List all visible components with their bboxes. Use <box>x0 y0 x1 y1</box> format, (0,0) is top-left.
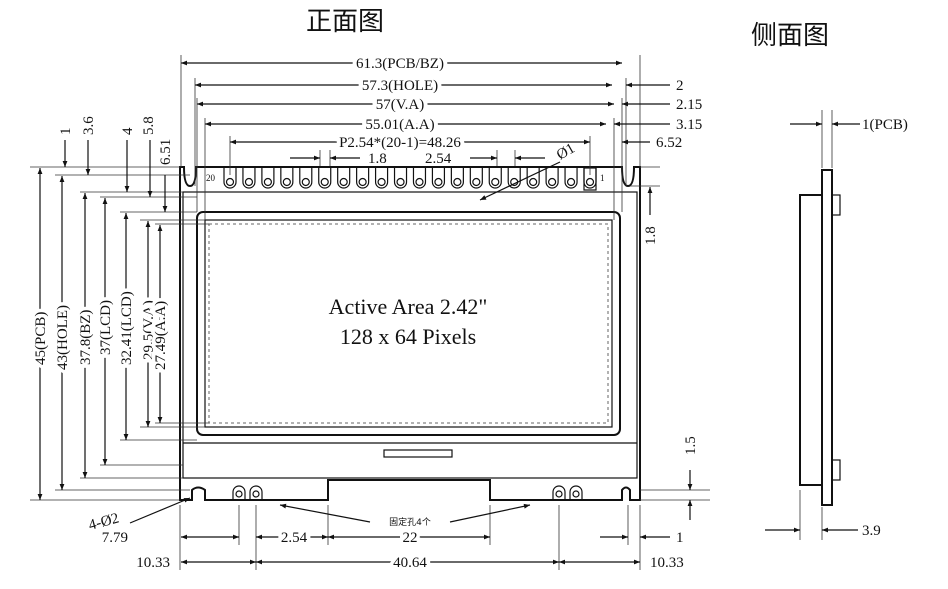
pin-header <box>223 167 597 189</box>
dim-left-1: 1 <box>58 128 74 136</box>
active-area-label: Active Area 2.42" <box>329 294 488 319</box>
dim-lcd-height: 37(LCD) <box>98 300 114 355</box>
pin-hole <box>263 177 272 187</box>
pin-1-label: 1 <box>600 173 605 183</box>
dim-right-1-8: 1.8 <box>643 226 659 245</box>
dim-10-33-right: 10.33 <box>650 555 684 571</box>
dim-10-33-left: 10.33 <box>136 555 170 571</box>
pin-pad <box>337 167 351 189</box>
dim-va-width: 57(V.A) <box>376 97 424 113</box>
dim-bz-height: 37.8(BZ) <box>78 310 94 365</box>
pin-hole <box>415 177 424 187</box>
pin-pad <box>469 167 483 189</box>
fix-holes-note: 固定孔4个 <box>389 516 431 528</box>
pin-pad <box>393 167 408 189</box>
dim-right-2: 2 <box>676 78 684 94</box>
pin-hole <box>491 177 500 187</box>
front-view-title: 正面图 <box>306 7 384 37</box>
dim-left-4: 4 <box>120 127 136 135</box>
pin-hole <box>585 177 595 187</box>
pin-pad <box>356 167 370 189</box>
pin-pad <box>507 167 521 189</box>
pin-hole <box>453 177 462 187</box>
pin-hole <box>225 177 235 187</box>
pin-pad <box>299 167 313 189</box>
dim-pin-pitch-total: P2.54*(20-1)=48.26 <box>339 135 461 151</box>
pin-pad <box>374 167 389 189</box>
pin-hole <box>339 177 348 187</box>
dim-pin-width: 1.8 <box>368 151 387 167</box>
pin-pad <box>412 167 427 189</box>
dim-bottom-2-54: 2.54 <box>281 530 308 546</box>
pin-pad <box>564 167 578 189</box>
dim-aa-width: 55.01(A.A) <box>365 117 434 133</box>
pin-pad <box>261 167 275 189</box>
dim-pin-hole: Ø1 <box>554 140 578 163</box>
side-dim-thickness: 3.9 <box>862 523 881 539</box>
dim-22: 22 <box>403 530 418 546</box>
dim-40-64: 40.64 <box>393 555 427 571</box>
dim-right-1-5: 1.5 <box>683 436 699 455</box>
dim-hole-width: 57.3(HOLE) <box>362 78 438 94</box>
pin-pad <box>488 167 502 189</box>
pin-pad <box>318 167 332 189</box>
dim-pin-pitch: 2.54 <box>425 151 452 167</box>
dim-mount-holes: 4-Ø2 <box>87 510 121 533</box>
dim-bottom-1: 1 <box>676 530 684 546</box>
dim-left-5-8: 5.8 <box>141 116 157 135</box>
pin-hole <box>566 177 576 187</box>
dim-left-6-51: 6.51 <box>158 139 174 165</box>
front-view: Active Area 2.42" 128 x 64 Pixels 20 1 <box>179 166 641 501</box>
pin-20-label: 20 <box>206 173 216 183</box>
pin-pad <box>223 167 237 189</box>
pin-pad <box>450 167 464 189</box>
pin-hole <box>548 177 557 187</box>
pin-hole <box>282 177 291 187</box>
dim-left-3-6: 3.6 <box>81 116 97 135</box>
pin-pad <box>280 167 294 189</box>
dim-hole-height: 43(HOLE) <box>55 305 71 370</box>
dim-7-79: 7.79 <box>102 530 128 546</box>
pin-hole <box>301 177 310 187</box>
pin-hole <box>320 177 329 187</box>
dim-pcb-height: 45(PCB) <box>33 312 49 365</box>
pin-hole <box>529 177 538 187</box>
pin-pad <box>526 167 540 189</box>
dim-right-3-15: 3.15 <box>676 117 702 133</box>
pin-hole <box>244 177 254 187</box>
side-view-title: 侧面图 <box>751 21 829 51</box>
pin-pad <box>431 167 446 189</box>
dim-right-2-15: 2.15 <box>676 97 702 113</box>
dim-right-6-52: 6.52 <box>656 135 682 151</box>
pin-hole <box>377 177 386 187</box>
pin-pad <box>545 167 559 189</box>
dim-aa-height: 27.49(A.A) <box>153 301 169 370</box>
pixels-label: 128 x 64 Pixels <box>340 324 476 349</box>
dim-pcb-width: 61.3(PCB/BZ) <box>356 56 444 72</box>
pin-hole <box>472 177 481 187</box>
side-dim-pcb: 1(PCB) <box>862 117 908 133</box>
pin-hole <box>396 177 405 187</box>
dim-lcd2-height: 32.41(LCD) <box>119 291 135 365</box>
dim-va-height: 29.5(V.A) <box>141 300 157 360</box>
pin-hole <box>434 177 443 187</box>
pin-pad <box>242 167 256 189</box>
pin-hole <box>358 177 367 187</box>
side-view <box>765 110 860 540</box>
